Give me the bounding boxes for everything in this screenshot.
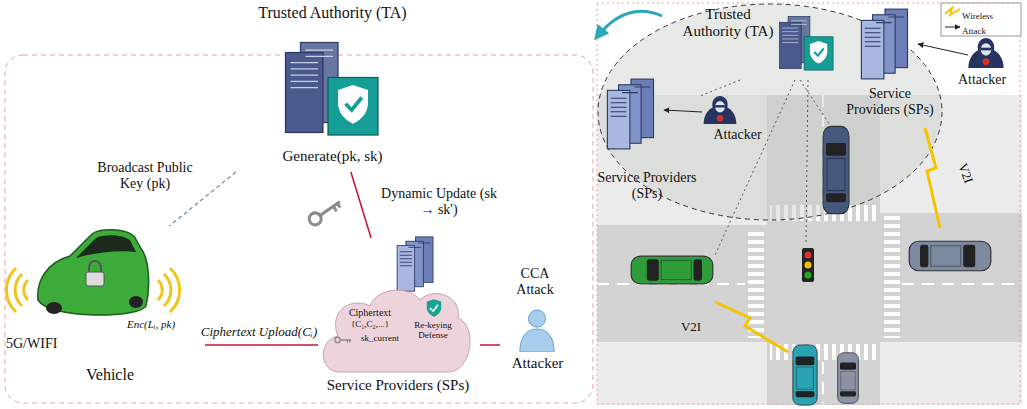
node-text: Attacker bbox=[500, 355, 575, 372]
broadcast-line bbox=[715, 80, 830, 255]
hacker-icon bbox=[704, 96, 737, 124]
car-icon bbox=[631, 256, 713, 284]
node-text: Generate(pk, sk) bbox=[225, 148, 440, 165]
legend-box bbox=[941, 3, 1021, 36]
legend-text: Attack bbox=[962, 26, 986, 36]
van-icon bbox=[823, 126, 849, 213]
server-icon bbox=[861, 9, 907, 79]
attacker-node: Attacker bbox=[945, 36, 1019, 98]
vehicle-icon bbox=[6, 230, 179, 315]
legend-entry: Attack bbox=[962, 20, 1018, 38]
cloud-region bbox=[598, 4, 942, 220]
panel-outline bbox=[597, 3, 1020, 404]
wireless-link bbox=[715, 128, 940, 352]
connector bbox=[699, 80, 740, 96]
zoom-arrow bbox=[596, 11, 662, 38]
car-icon bbox=[838, 353, 859, 404]
text-label: V2I bbox=[676, 320, 706, 335]
authority-icon bbox=[286, 43, 379, 136]
edge-label: Dynamic Update (sk → sk') bbox=[380, 186, 498, 218]
node-text: Service Providers (SPs) bbox=[318, 377, 478, 394]
authority-node: Trusted Authority (TA) Generate(pk, sk) bbox=[225, 2, 442, 172]
node-text: sk_current bbox=[352, 333, 408, 343]
node-text: Attacker bbox=[948, 72, 1016, 88]
car-icon bbox=[909, 241, 991, 270]
edge-label: CCA Attack bbox=[505, 266, 565, 298]
connector bbox=[480, 344, 500, 346]
node-text: Trusted Authority (TA) bbox=[225, 4, 440, 22]
node-text: Service Providers (SPs) bbox=[842, 86, 938, 118]
key-icon bbox=[307, 197, 343, 227]
node-text: Re-keying Defense bbox=[407, 320, 459, 341]
node-text: {C₁,C₂,...} bbox=[335, 319, 405, 329]
storage-cloud bbox=[323, 290, 470, 372]
key-icon bbox=[335, 337, 351, 342]
service-node: Service Providers (SPs) bbox=[842, 5, 940, 126]
authority-icon bbox=[779, 16, 833, 70]
node-text: Attacker bbox=[700, 127, 775, 143]
authority-node: Trusted Authority (TA) bbox=[680, 3, 836, 80]
server-icon bbox=[607, 79, 653, 149]
node-text: Ciphertext bbox=[335, 307, 405, 319]
vehicle-node: Enc(Lᵢ, pk) Vehicle bbox=[10, 226, 205, 390]
traffic-light bbox=[802, 248, 814, 282]
attacker-node: Attacker bbox=[700, 94, 777, 146]
attacker-node: Attacker bbox=[500, 304, 577, 378]
node-text: Vehicle bbox=[60, 366, 160, 384]
connector bbox=[205, 344, 318, 346]
text-label: 5G/WIFI bbox=[6, 336, 76, 352]
connector bbox=[351, 172, 371, 238]
node-text: Trusted Authority (TA) bbox=[680, 6, 776, 41]
service-node: Service Providers (SPs) bbox=[597, 75, 699, 212]
legend-entry: Wireless bbox=[962, 5, 1018, 23]
node-text: Enc(Lᵢ, pk) bbox=[118, 318, 184, 331]
edge-label: Ciphertext Upload(Cᵢ) bbox=[192, 325, 326, 340]
server-icon bbox=[397, 237, 433, 291]
hacker-icon bbox=[968, 38, 1003, 68]
legend-text: Wireless bbox=[962, 11, 993, 21]
shield-icon bbox=[427, 299, 441, 317]
service-node: Ciphertext{C₁,C₂,...} sk_currentRe-keying… bbox=[318, 238, 480, 398]
attacker-icon bbox=[520, 310, 554, 352]
edge-label: Broadcast Public Key (pk) bbox=[90, 160, 200, 192]
car-icon bbox=[793, 345, 817, 405]
node-text: Service Providers (SPs) bbox=[597, 170, 697, 202]
